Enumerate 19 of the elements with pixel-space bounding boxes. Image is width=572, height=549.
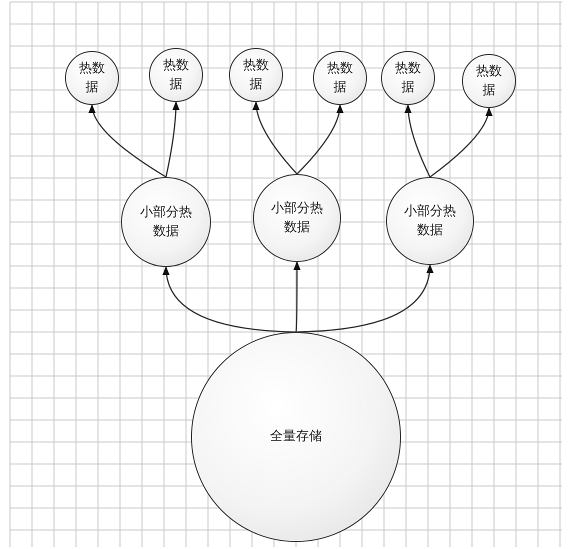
circle-node: 全量存储 <box>191 332 401 542</box>
circle-node: 热数据 <box>149 48 203 102</box>
arrow <box>296 104 344 174</box>
circle-node: 热数据 <box>381 51 435 105</box>
arrow <box>89 104 166 178</box>
circle-node: 小部分热数据 <box>121 177 211 267</box>
circle-node: 热数据 <box>65 51 119 105</box>
arrow <box>293 261 301 332</box>
arrow <box>430 107 492 178</box>
arrow <box>252 101 298 174</box>
arrow <box>163 266 296 333</box>
arrow <box>404 104 431 178</box>
circle-node: 小部分热数据 <box>253 174 341 262</box>
circle-node: 热数据 <box>313 51 367 105</box>
circle-node: 小部分热数据 <box>386 177 474 265</box>
circle-node: 热数据 <box>462 54 516 108</box>
circle-node: 热数据 <box>229 48 283 102</box>
arrow <box>296 264 433 333</box>
arrow <box>165 101 180 178</box>
